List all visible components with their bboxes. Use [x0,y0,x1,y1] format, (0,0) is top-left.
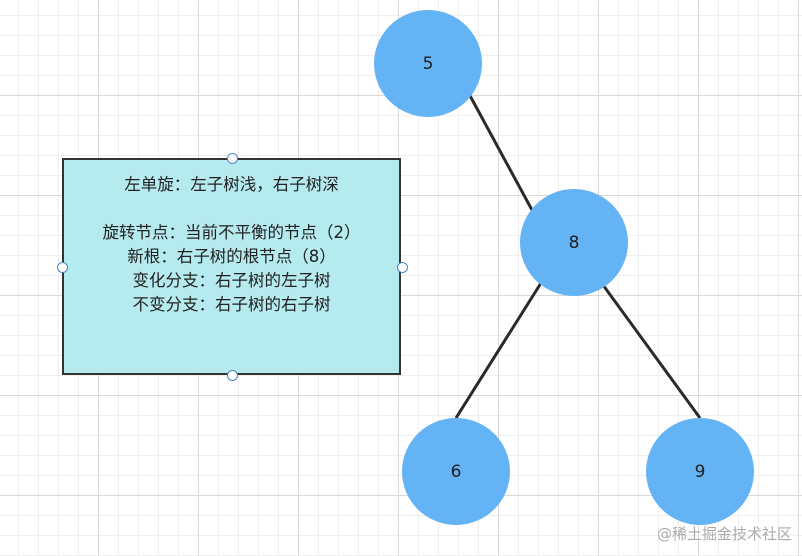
tree-node-8[interactable]: 8 [520,189,628,296]
edge-8-6 [454,282,543,419]
tree-node-5[interactable]: 5 [374,10,482,117]
resize-handle-bottom[interactable] [227,370,238,381]
tree-node-6-label: 6 [450,461,462,482]
resize-handle-right[interactable] [397,262,408,273]
note-title: 左单旋：左子树浅，右子树深 [124,175,339,194]
resize-handle-left[interactable] [57,262,68,273]
note-spacer [64,197,399,221]
note-line-rotation-node: 旋转节点：当前不平衡的节点（2） [102,223,361,242]
edge-8-9 [601,284,702,419]
tree-node-8-label: 8 [568,232,580,253]
note-line-new-root: 新根：右子树的根节点（8） [127,247,336,266]
edge-5-8 [466,91,534,211]
tree-node-6[interactable]: 6 [402,418,510,525]
tree-node-9[interactable]: 9 [646,418,754,525]
tree-node-9-label: 9 [694,461,706,482]
note-line-changed-branch: 变化分支：右子树的左子树 [132,271,331,290]
note-line-unchanged-branch: 不变分支：右子树的右子树 [132,295,331,314]
resize-handle-top[interactable] [227,153,238,164]
watermark: @稀土掘金技术社区 [656,525,792,543]
tree-node-5-label: 5 [422,53,434,74]
note-box[interactable]: 左单旋：左子树浅，右子树深 旋转节点：当前不平衡的节点（2） 新根：右子树的根节… [62,158,401,375]
